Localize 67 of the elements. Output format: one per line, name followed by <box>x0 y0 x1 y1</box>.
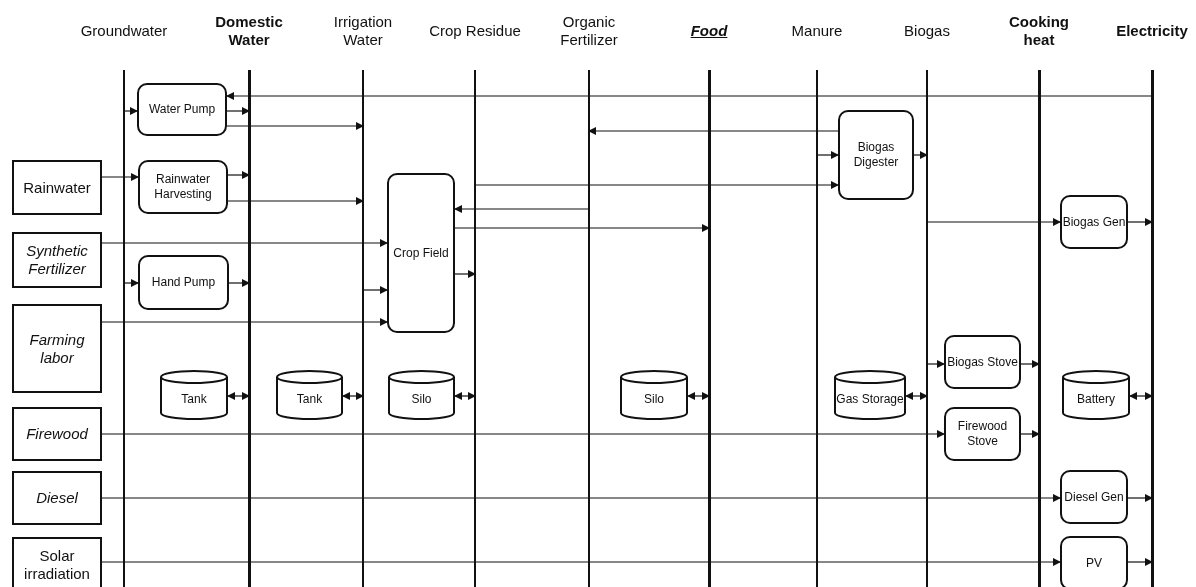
arrow <box>1127 218 1153 226</box>
arrow <box>687 392 710 400</box>
column-header: Crop Residue <box>428 21 522 41</box>
arrow <box>816 151 839 159</box>
column-header: Biogas <box>903 21 951 41</box>
storage-cylinder: Silo <box>620 370 688 420</box>
arrow <box>101 318 388 326</box>
process-box: PV <box>1060 536 1128 587</box>
arrow <box>123 107 138 115</box>
source-box: Diesel <box>12 471 102 525</box>
column-header: Irrigation Water <box>332 12 394 50</box>
arrow <box>588 127 839 135</box>
process-box: Crop Field <box>387 173 455 333</box>
process-box: Water Pump <box>137 83 227 136</box>
storage-cylinder: Tank <box>276 370 343 420</box>
arrow <box>474 181 839 189</box>
arrow <box>342 392 364 400</box>
arrow <box>454 224 710 232</box>
process-box: Biogas Stove <box>944 335 1021 389</box>
arrow <box>101 430 945 438</box>
source-box: Firewood <box>12 407 102 461</box>
arrow <box>1129 392 1153 400</box>
arrow <box>926 360 945 368</box>
arrow <box>227 392 250 400</box>
arrow <box>1020 360 1040 368</box>
process-box: Rainwater Harvesting <box>138 160 228 214</box>
column-header: Food <box>689 21 729 41</box>
arrow <box>1127 558 1153 566</box>
source-box: Farming labor <box>12 304 102 393</box>
arrow <box>1127 494 1153 502</box>
process-box: Firewood Stove <box>944 407 1021 461</box>
arrow <box>227 171 250 179</box>
column-header: Groundwater <box>79 21 169 41</box>
process-box: Biogas Digester <box>838 110 914 200</box>
arrow <box>101 173 139 181</box>
arrow <box>226 92 1153 100</box>
arrow <box>1020 430 1040 438</box>
arrow <box>228 279 250 287</box>
arrow <box>454 270 476 278</box>
column-header: Domestic Water <box>214 12 284 50</box>
source-box: Synthetic Fertilizer <box>12 232 102 288</box>
column-header: Electricity <box>1115 21 1189 41</box>
arrow <box>101 558 1061 566</box>
process-box: Biogas Gen <box>1060 195 1128 249</box>
column-header: Cooking heat <box>1008 12 1070 50</box>
column-header: Organic Fertilizer <box>559 12 619 50</box>
arrow <box>454 392 476 400</box>
process-box: Hand Pump <box>138 255 229 310</box>
arrow <box>101 494 1061 502</box>
arrow <box>926 218 1061 226</box>
process-box: Diesel Gen <box>1060 470 1128 524</box>
arrow <box>905 392 928 400</box>
arrow <box>101 239 388 247</box>
arrow <box>123 279 139 287</box>
arrow <box>913 151 928 159</box>
arrow <box>362 286 388 294</box>
arrow <box>226 107 250 115</box>
arrow <box>454 205 590 213</box>
storage-cylinder: Silo <box>388 370 455 420</box>
column-header: Manure <box>790 21 844 41</box>
arrow <box>226 122 364 130</box>
storage-cylinder: Tank <box>160 370 228 420</box>
source-box: Solar irradiation <box>12 537 102 587</box>
storage-cylinder: Gas Storage <box>834 370 906 420</box>
storage-cylinder: Battery <box>1062 370 1130 420</box>
arrow <box>227 197 364 205</box>
source-box: Rainwater <box>12 160 102 215</box>
